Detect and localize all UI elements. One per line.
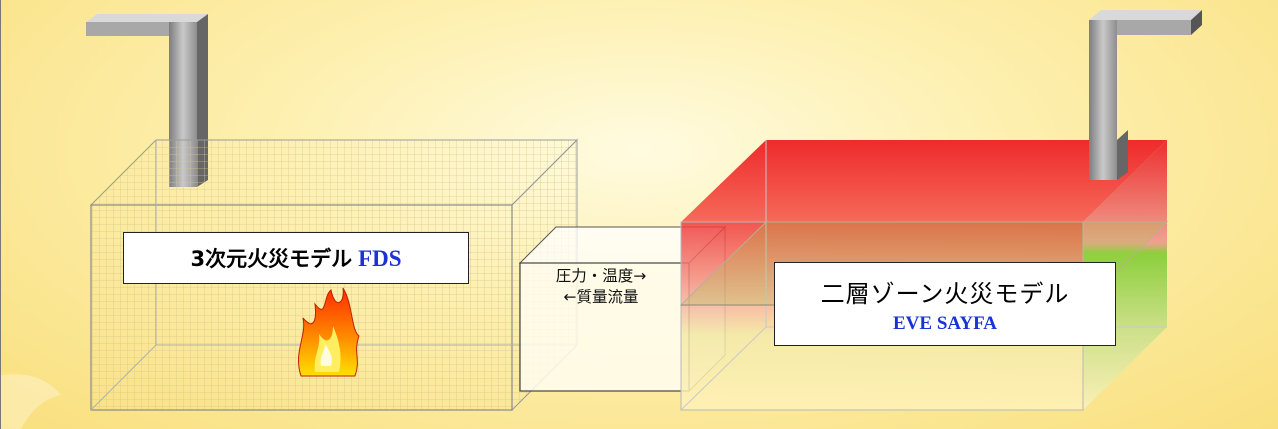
flame-icon [297,287,360,377]
fds-model-label: 3次元火災モデル FDS [123,232,469,284]
fds-label-tag: FDS [358,246,402,271]
fds-label-main: 3次元火災モデル [190,247,353,271]
zone-label-line2: EVE SAYFA [893,312,997,334]
coupling-label-line1: 圧力・温度→ [555,267,647,285]
coupling-label-line2: ←質量流量 [563,288,639,306]
zone-label-line1: 二層ゾーン火災モデル [820,279,1070,308]
corner-decoration [1,374,61,429]
zone-model-label: 二層ゾーン火災モデル EVE SAYFA [774,262,1116,346]
coupling-label: 圧力・温度→ ←質量流量 [526,266,676,308]
